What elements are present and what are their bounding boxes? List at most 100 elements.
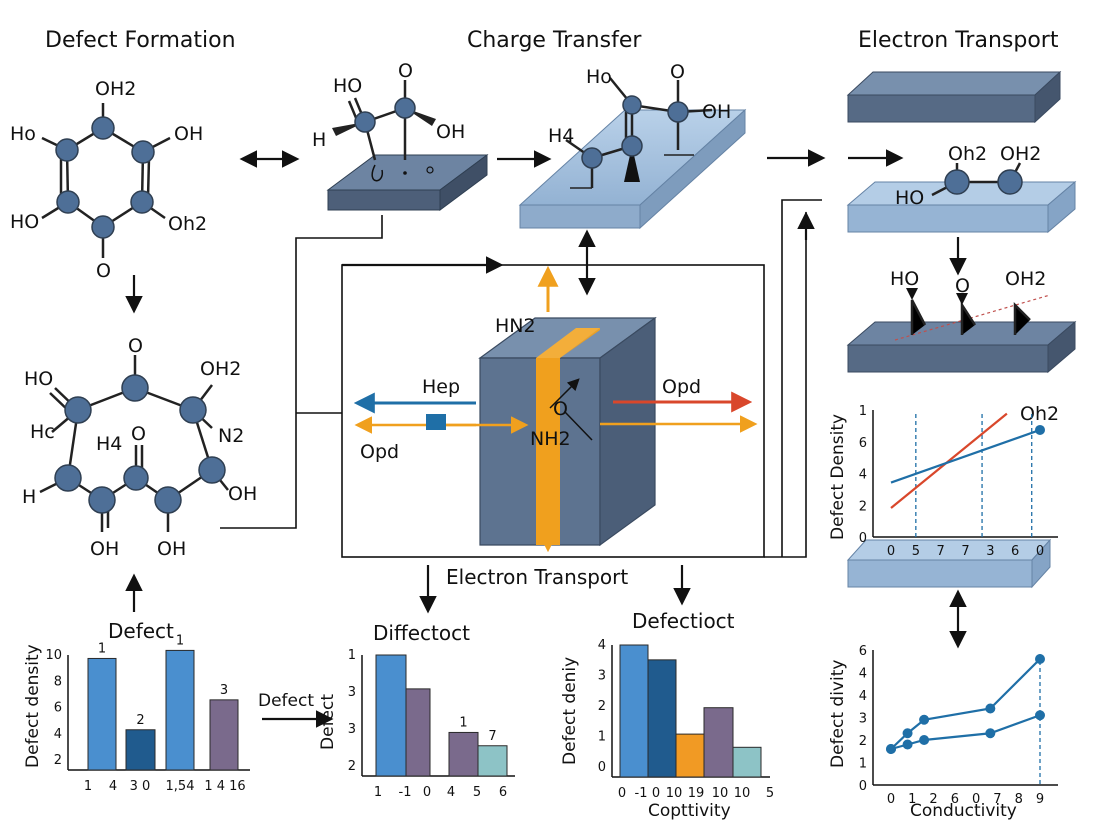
x-tick-label: 10 xyxy=(734,786,751,801)
y-tick-label: 4 xyxy=(54,727,62,742)
y-axis-label: Defect divity xyxy=(828,660,848,768)
y-tick-label: 6 xyxy=(859,436,867,451)
x-tick-label: 3 xyxy=(986,544,994,559)
y-axis-label: Defect density xyxy=(23,644,43,768)
atom-label: O xyxy=(670,61,685,83)
atom-label: HO xyxy=(10,211,39,233)
atom-label: O xyxy=(131,423,146,445)
data-point xyxy=(902,728,913,739)
x-tick-label: 0 xyxy=(1036,544,1044,559)
title-electron-transport: Electron Transport xyxy=(858,28,1059,53)
x-axis-label: Copttivity xyxy=(648,801,731,821)
x-tick-label: 4 xyxy=(109,779,117,794)
x-tick-label: 10 xyxy=(666,786,683,801)
data-label: 3 xyxy=(220,683,228,698)
x-tick-label: 7 xyxy=(937,544,945,559)
x-tick-label: 1 xyxy=(84,779,92,794)
x-tick-label: 1,54 xyxy=(166,779,195,794)
atom-label: Oh2 xyxy=(168,213,207,235)
blue-marker xyxy=(426,414,446,430)
series-line xyxy=(890,428,1041,484)
data-point xyxy=(1035,710,1045,721)
bar xyxy=(448,731,479,777)
data-point xyxy=(1035,654,1045,664)
x-tick-label: 5 xyxy=(912,544,920,559)
atom-label: H xyxy=(312,129,326,151)
label-o: O xyxy=(553,398,568,420)
y-tick-label: 4 xyxy=(859,689,867,704)
bar xyxy=(405,688,431,777)
atom-label: OH xyxy=(702,101,731,123)
x-tick-label: 6 xyxy=(1011,544,1019,559)
hexagon-molecule: OH2 Ho OH HO Oh2 O xyxy=(10,78,207,282)
bar xyxy=(477,745,508,777)
bar xyxy=(675,733,705,778)
y-tick-label: 1 xyxy=(859,757,867,772)
x-tick-label: 19 xyxy=(688,786,705,801)
x-tick-label: 1 xyxy=(908,792,916,807)
data-label: 1 xyxy=(98,641,106,656)
bar xyxy=(87,657,117,771)
atom-label: O xyxy=(955,275,970,297)
x-tick-label: 3 0 xyxy=(130,779,151,794)
label-opd-left: Opd xyxy=(360,441,399,463)
data-point xyxy=(985,728,996,739)
y-tick-label: 3 xyxy=(348,722,356,737)
x-tick-label: 1 4 16 xyxy=(204,779,245,794)
x-tick-label: 0 xyxy=(887,792,895,807)
x-tick-label: 0 xyxy=(652,786,660,801)
atom-label: HO xyxy=(895,187,924,209)
data-point xyxy=(902,739,913,750)
series-label: Oh2 xyxy=(1020,403,1059,425)
y-tick-label: 6 xyxy=(859,644,867,659)
x-tick-label: 0 xyxy=(887,544,895,559)
x-tick-label: 10 xyxy=(712,786,729,801)
bar xyxy=(619,644,649,778)
y-tick-label: 0 xyxy=(859,779,867,794)
y-tick-label: 3 xyxy=(598,669,606,684)
bar xyxy=(165,649,195,771)
y-tick-label: 6 xyxy=(54,701,62,716)
y-tick-label: 2 xyxy=(859,734,867,749)
y-tick-label: 0 xyxy=(598,760,606,775)
atom-label: H4 xyxy=(96,433,122,455)
x-tick-label: 2 xyxy=(929,792,937,807)
atom-label: OH2 xyxy=(1000,143,1041,165)
data-label: 2 xyxy=(136,713,144,728)
y-tick-label: 2 xyxy=(598,699,606,714)
data-label: 7 xyxy=(488,729,496,744)
charge-transfer-slab-2: Ho O H4 OH xyxy=(518,61,747,230)
et-slab-3: HO O OH2 xyxy=(846,268,1077,374)
x-tick-label: -1 xyxy=(635,786,648,801)
y-tick-label: 2 xyxy=(54,753,62,768)
x-tick-label: 4 xyxy=(447,785,455,800)
y-tick-label: 1 xyxy=(598,730,606,745)
atom-label: OH xyxy=(174,123,203,145)
bar xyxy=(647,659,677,778)
et-slab-2: Oh2 OH2 HO xyxy=(846,143,1077,234)
side-label: Defect xyxy=(258,691,314,711)
y-axis-label: Defect deniy xyxy=(560,657,580,765)
y-tick-label: 10 xyxy=(45,648,62,663)
y-axis-label: Defect Density xyxy=(828,414,848,540)
atom-label: Ho xyxy=(586,66,612,88)
data-point xyxy=(919,735,930,745)
x-tick-label: 1 xyxy=(374,785,382,800)
x-tick-label: 0 xyxy=(618,786,626,801)
charge-transfer-slab-1: HO O H OH xyxy=(312,60,489,211)
y-tick-label: 4 xyxy=(598,638,606,653)
y-tick-label: 4 xyxy=(859,468,867,483)
y-tick-label: 1 xyxy=(859,404,867,419)
atom-label: O xyxy=(398,60,413,82)
x-tick-label: 5 xyxy=(473,785,481,800)
label-nh2: NH2 xyxy=(530,428,571,450)
title-defect-formation: Defect Formation xyxy=(45,28,236,53)
atom-label: Oh2 xyxy=(948,143,987,165)
atom-label: OH xyxy=(157,538,186,560)
data-label: 1 xyxy=(459,715,467,730)
data-point xyxy=(1035,424,1045,435)
x-tick-label: 0 xyxy=(423,785,431,800)
data-point xyxy=(985,703,996,714)
